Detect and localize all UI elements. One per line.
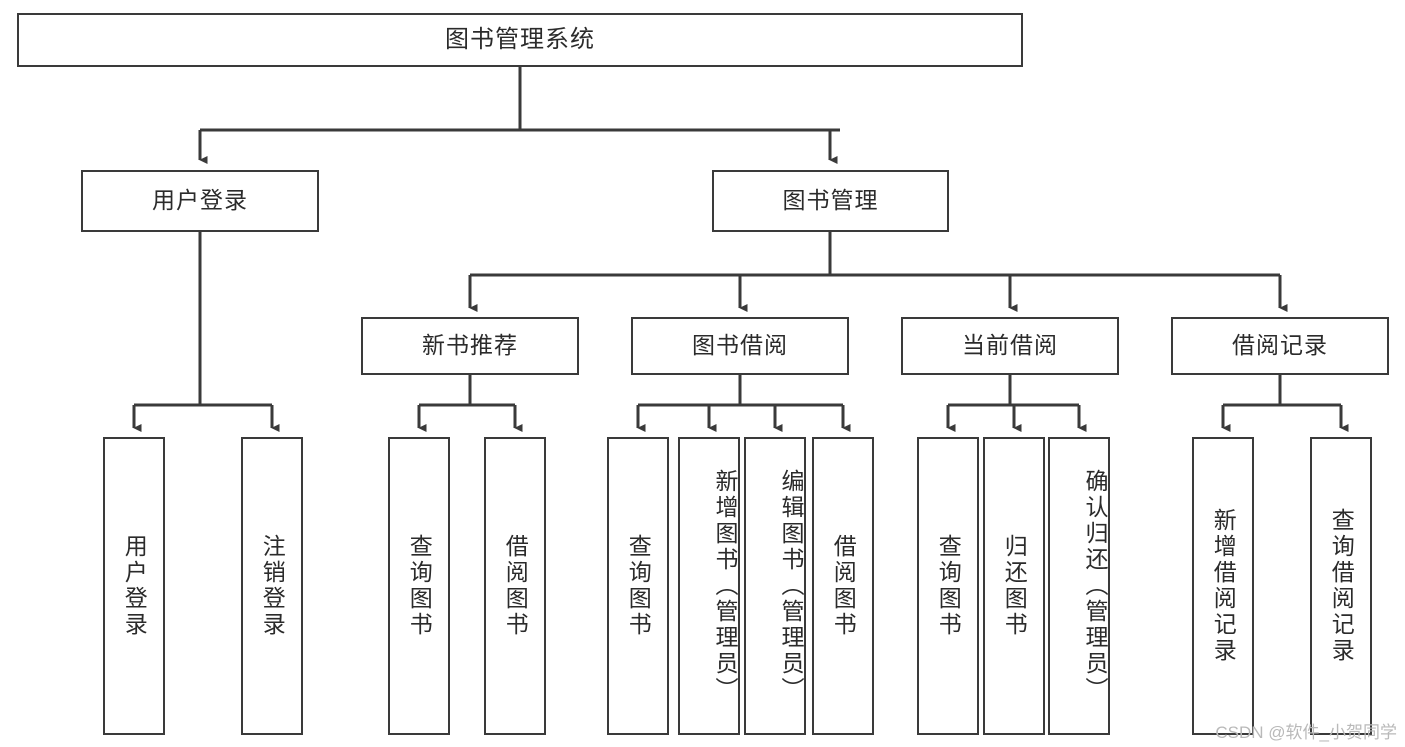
leaf-confirm-return-admin[interactable]: 确认归还（管理员）	[1048, 437, 1110, 735]
leaf-query-borrow-record[interactable]: 查询借阅记录	[1310, 437, 1372, 735]
node-label: 图书管理系统	[445, 25, 595, 53]
node-label: 查询图书	[625, 534, 652, 638]
node-label: 查询图书	[406, 534, 433, 638]
leaf-edit-book-admin[interactable]: 编辑图书（管理员）	[744, 437, 806, 735]
leaf-borrow-book-recommendation[interactable]: 借阅图书	[484, 437, 546, 735]
node-label: 用户登录	[121, 534, 148, 638]
leaf-query-book-current[interactable]: 查询图书	[917, 437, 979, 735]
node-label: 归还图书	[1001, 534, 1028, 638]
node-label: 新书推荐	[422, 332, 518, 359]
leaf-add-book-admin[interactable]: 新增图书（管理员）	[678, 437, 740, 735]
leaf-query-book-recommendation[interactable]: 查询图书	[388, 437, 450, 735]
node-label: 编辑图书（管理员）	[778, 469, 804, 703]
node-book-management[interactable]: 图书管理	[712, 170, 949, 232]
node-label: 当前借阅	[962, 332, 1058, 359]
node-label: 借阅图书	[502, 534, 529, 638]
node-new-book-recommendation[interactable]: 新书推荐	[361, 317, 579, 375]
node-label: 图书借阅	[692, 332, 788, 359]
node-user-login[interactable]: 用户登录	[81, 170, 319, 232]
node-label: 查询图书	[935, 534, 962, 638]
watermark-credit: CSDN @软件_小贺同学	[1215, 723, 1397, 742]
node-label: 借阅图书	[830, 534, 857, 638]
leaf-add-borrow-record[interactable]: 新增借阅记录	[1192, 437, 1254, 735]
leaf-query-book-borrowing[interactable]: 查询图书	[607, 437, 669, 735]
node-label: 查询借阅记录	[1328, 508, 1355, 664]
node-label: 确认归还（管理员）	[1082, 469, 1108, 703]
leaf-user-login[interactable]: 用户登录	[103, 437, 165, 735]
node-label: 图书管理	[782, 187, 879, 214]
node-borrow-record[interactable]: 借阅记录	[1171, 317, 1389, 375]
node-label: 用户登录	[152, 187, 248, 214]
node-root-system[interactable]: 图书管理系统	[17, 13, 1023, 67]
node-label: 借阅记录	[1232, 332, 1328, 359]
node-label: 新增图书（管理员）	[712, 469, 738, 703]
node-book-borrowing[interactable]: 图书借阅	[631, 317, 849, 375]
node-label: 新增借阅记录	[1210, 508, 1237, 664]
leaf-user-logout[interactable]: 注销登录	[241, 437, 303, 735]
leaf-return-book[interactable]: 归还图书	[983, 437, 1045, 735]
node-label: 注销登录	[259, 534, 286, 638]
leaf-borrow-book-borrowing[interactable]: 借阅图书	[812, 437, 874, 735]
node-current-borrowing[interactable]: 当前借阅	[901, 317, 1119, 375]
